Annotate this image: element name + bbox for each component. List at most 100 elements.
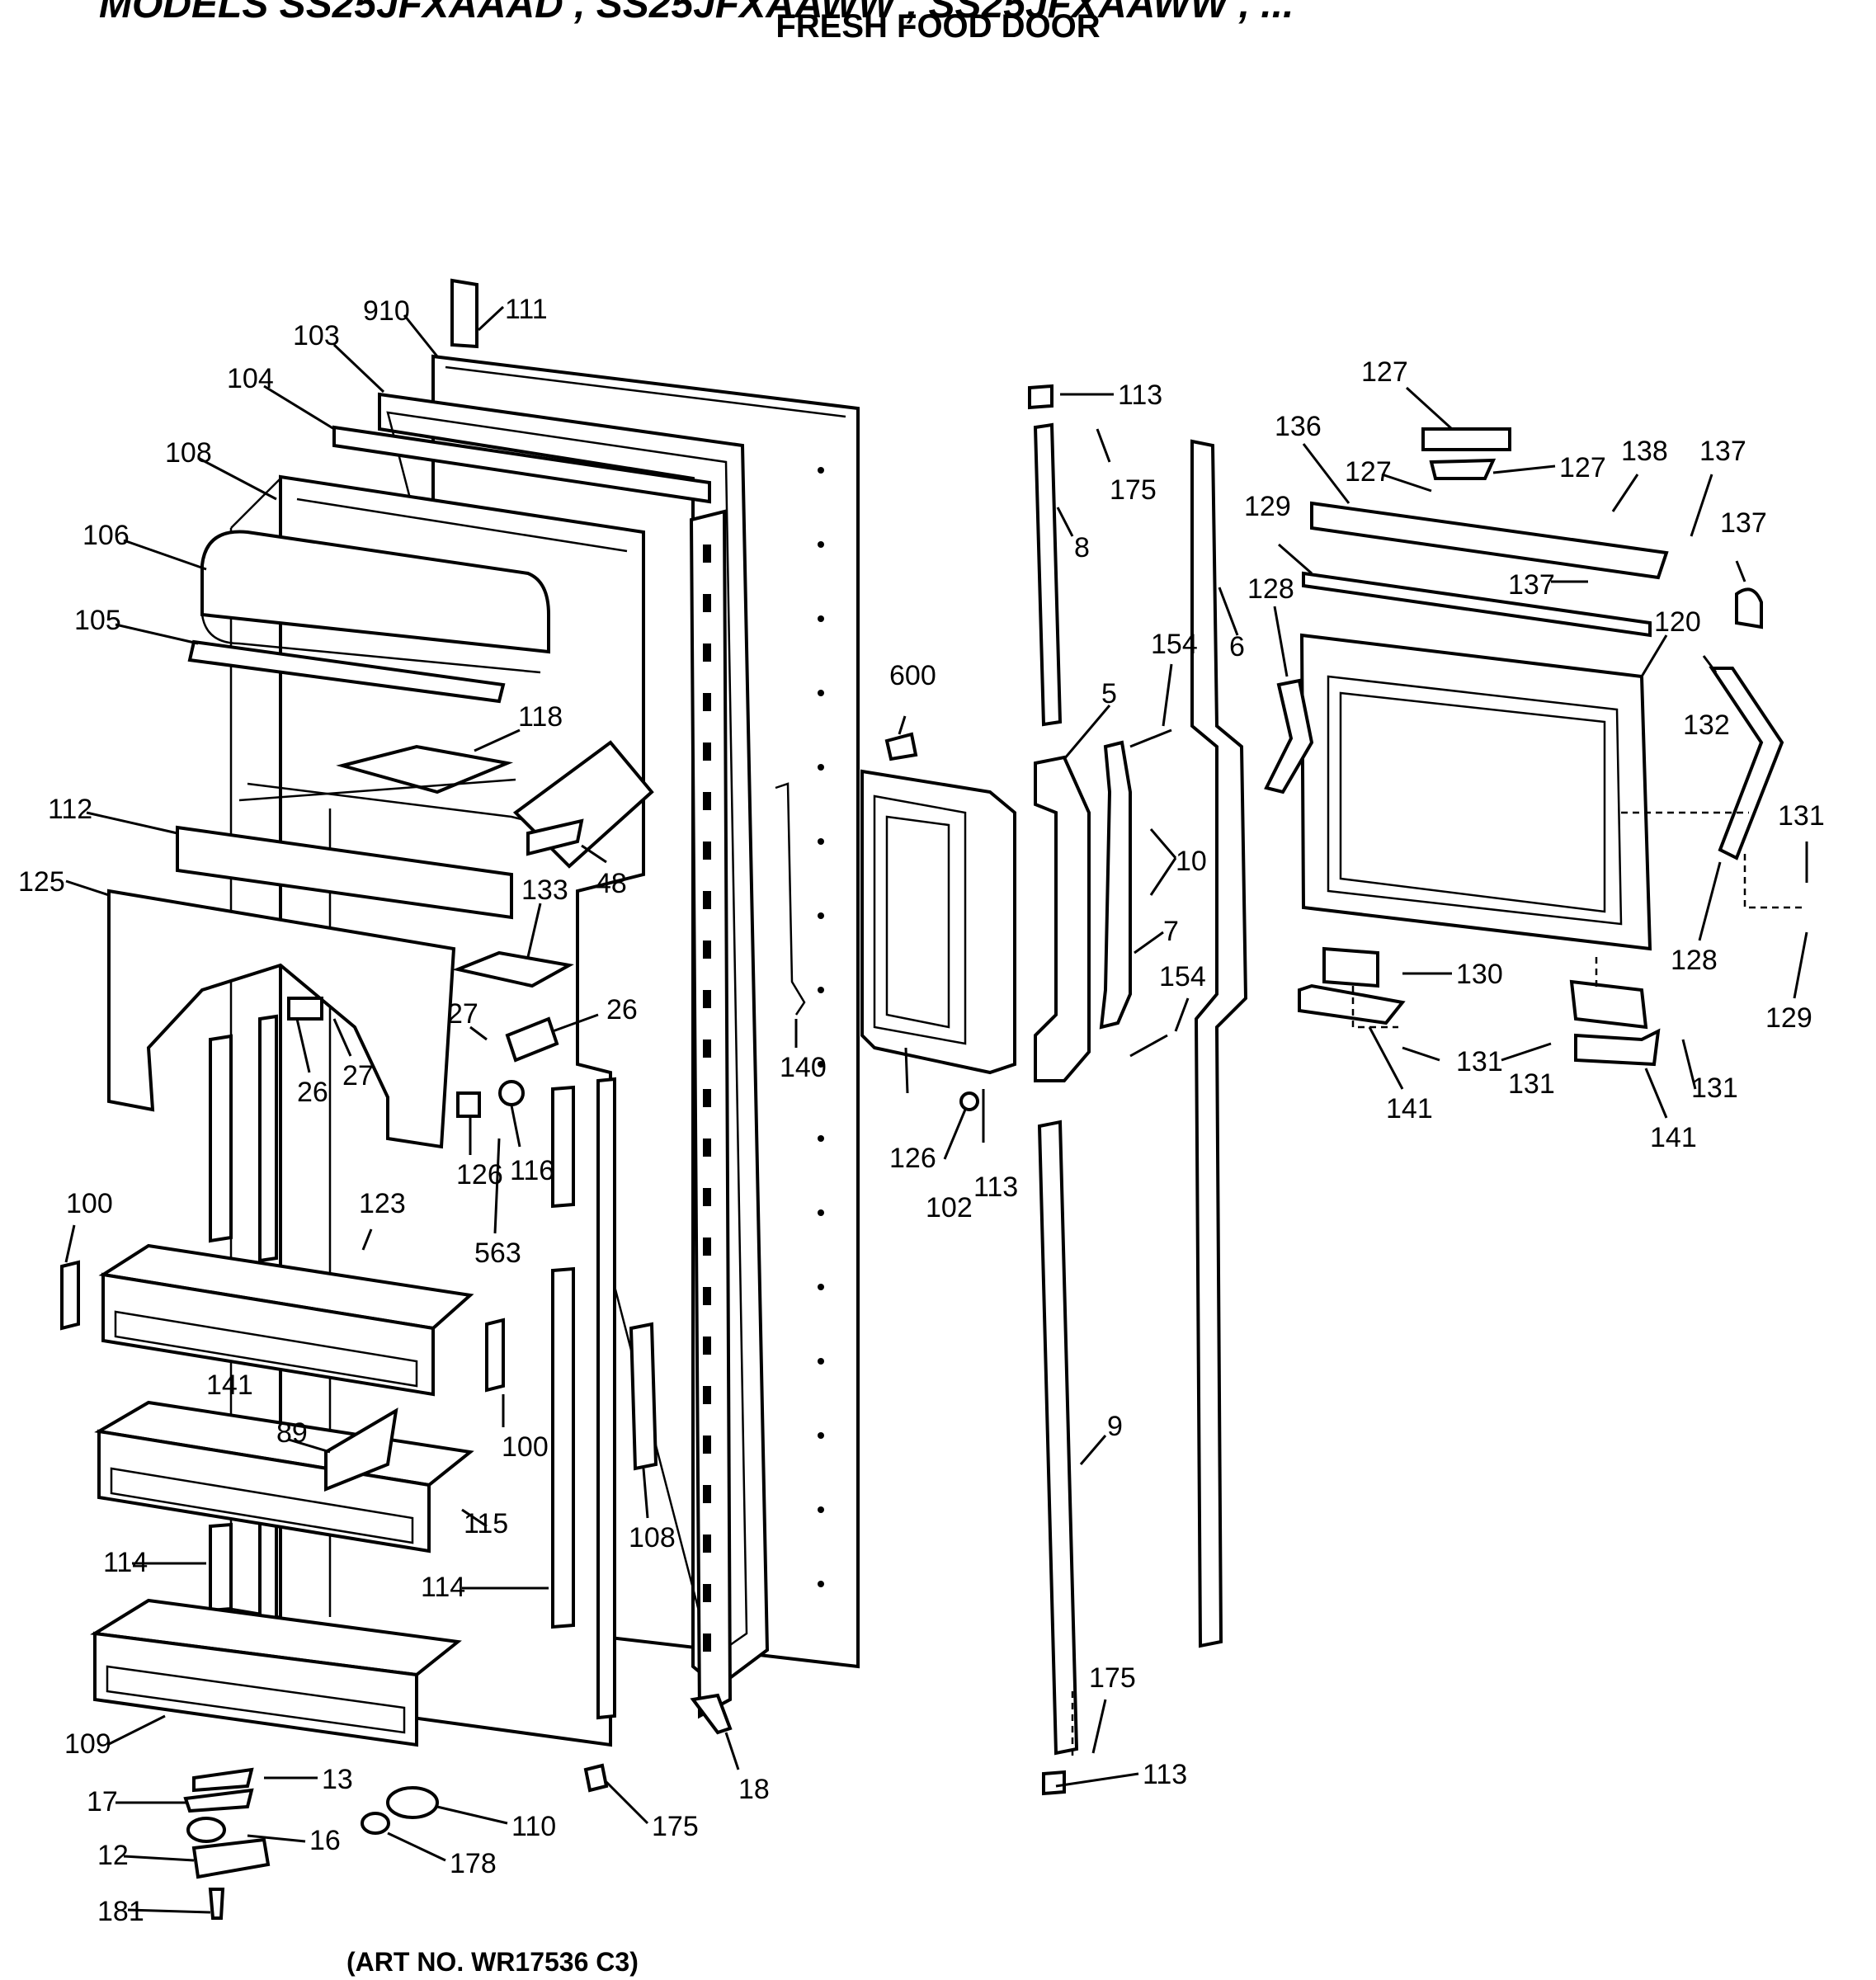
door-handle <box>1034 755 1091 1082</box>
callout-label: 48 <box>596 868 627 899</box>
bottom-strip <box>690 1693 733 1735</box>
callout-label: 27 <box>447 998 478 1030</box>
end-cap-top <box>1028 384 1053 410</box>
callout-label: 114 <box>103 1547 148 1578</box>
callout-label: 113 <box>973 1172 1018 1203</box>
callout-label: 181 <box>97 1896 144 1927</box>
callout-label: 131 <box>1778 800 1825 832</box>
callout-label: 131 <box>1691 1072 1738 1104</box>
callout-label: 26 <box>606 994 638 1025</box>
callout-label: 7 <box>1163 916 1179 947</box>
callout-label: 27 <box>342 1060 374 1091</box>
callout-label: 132 <box>1683 710 1730 741</box>
callout-label: 116 <box>510 1155 554 1186</box>
small-grommet <box>959 1091 979 1111</box>
callout-label: 178 <box>450 1848 497 1879</box>
shelf-bin-middle <box>94 1400 474 1553</box>
dispenser-hinges <box>1298 946 1661 1067</box>
callout-label: 111 <box>505 294 548 325</box>
switch <box>884 732 918 761</box>
callout-label: 106 <box>82 520 130 551</box>
callout-label: 910 <box>363 295 410 327</box>
callout-label: 137 <box>1720 507 1767 539</box>
callout-label: 141 <box>1386 1093 1433 1124</box>
callout-label: 175 <box>1110 474 1157 506</box>
models-header: MODELS SS25JFXAAAD , SS25JFXAAWW , SS25J… <box>99 0 1294 26</box>
callout-label: 100 <box>502 1431 549 1463</box>
callout-label: 16 <box>309 1825 341 1856</box>
cam-part-2 <box>505 1016 559 1063</box>
screw-lower <box>1129 1034 1168 1058</box>
small-block <box>456 1091 481 1118</box>
callout-label: 130 <box>1456 959 1503 990</box>
bracket-left <box>60 1260 80 1331</box>
callout-label: 105 <box>74 605 121 636</box>
callout-label: 136 <box>1275 411 1322 442</box>
callout-labels: 910 111 103 104 108 106 105 118 112 125 … <box>18 294 1825 1927</box>
dash-link-3 <box>1351 986 1398 1029</box>
callout-label: 131 <box>1508 1068 1555 1100</box>
callout-label: 126 <box>456 1159 503 1190</box>
callout-label: 141 <box>1650 1122 1697 1153</box>
cap-strip <box>450 278 478 349</box>
callout-label: 131 <box>1456 1046 1503 1077</box>
upper-trim-strip <box>1033 422 1063 727</box>
callout-label: 102 <box>926 1192 973 1223</box>
callout-label: 175 <box>652 1811 699 1842</box>
liner-track-strip <box>689 509 733 1719</box>
callout-label: 128 <box>1671 945 1718 976</box>
dairy-compartment-door <box>187 530 550 704</box>
callout-label: 138 <box>1621 436 1668 467</box>
callout-label: 133 <box>521 874 568 906</box>
callout-label: 9 <box>1107 1411 1123 1442</box>
callout-label: 103 <box>293 320 340 351</box>
callout-label: 110 <box>511 1811 556 1842</box>
butter-dish <box>336 744 514 794</box>
callout-label: 137 <box>1699 436 1746 467</box>
callout-label: 113 <box>1118 380 1162 411</box>
lower-long-strip <box>1037 1120 1079 1756</box>
callout-label: 114 <box>421 1572 465 1603</box>
callout-label: 154 <box>1159 961 1206 992</box>
tray <box>452 950 574 988</box>
callout-label: 5 <box>1101 678 1117 710</box>
callout-label: 563 <box>474 1238 521 1269</box>
callout-label: 120 <box>1654 606 1701 638</box>
callout-label: 600 <box>889 660 936 691</box>
callout-label: 104 <box>227 363 274 394</box>
hinge-parts <box>183 1763 609 1920</box>
shelf-bin-lower <box>90 1598 462 1747</box>
callout-label: 8 <box>1074 532 1090 563</box>
callout-label: 112 <box>48 794 92 825</box>
shelf-bin-upper <box>98 1243 474 1397</box>
callout-label: 6 <box>1229 631 1245 662</box>
link-arm-right <box>1709 667 1784 860</box>
leader-lines <box>64 305 1808 1914</box>
dispenser-frame <box>860 769 1016 1075</box>
callout-label: 108 <box>629 1522 676 1553</box>
callout-label: 127 <box>1361 356 1408 388</box>
callout-label: 10 <box>1176 846 1207 877</box>
callout-label: 154 <box>1151 629 1198 660</box>
callout-label: 108 <box>165 437 212 469</box>
callout-label: 141 <box>206 1370 253 1401</box>
callout-label: 13 <box>322 1764 353 1795</box>
callout-label: 26 <box>297 1077 328 1108</box>
callout-label: 125 <box>18 866 65 898</box>
callout-label: 128 <box>1247 573 1294 605</box>
callout-label: 123 <box>359 1188 406 1219</box>
top-trim-strip <box>332 425 711 504</box>
lower-trim-strip <box>629 1322 658 1471</box>
screw-upper <box>1129 728 1172 748</box>
callout-label: 118 <box>518 701 563 733</box>
callout-label: 89 <box>276 1417 308 1449</box>
diagram-title: FRESH FOOD DOOR <box>775 8 1101 45</box>
end-cap-bottom <box>1042 1770 1066 1796</box>
handle-cover <box>1099 740 1132 1030</box>
door-trim <box>1190 439 1248 1648</box>
small-knob <box>498 1080 525 1106</box>
callout-label: 129 <box>1765 1002 1812 1034</box>
bracket-right <box>485 1318 505 1393</box>
callout-label: 140 <box>780 1052 827 1083</box>
